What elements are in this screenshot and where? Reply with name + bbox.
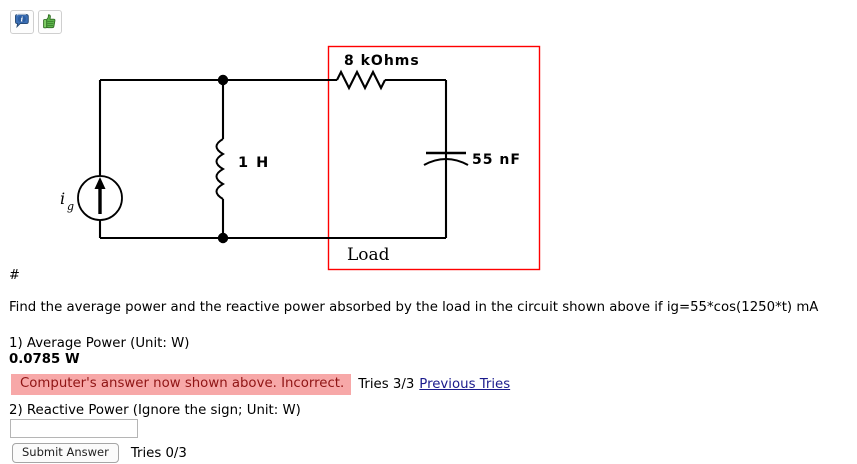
inductor-symbol	[215, 138, 225, 200]
part2-tries-counter: Tries 0/3	[130, 445, 187, 461]
question-text: Find the average power and the reactive …	[9, 300, 819, 315]
part1-answer-value: 0.0785 W	[9, 352, 80, 367]
resistor-label: 8 kOhms	[344, 53, 420, 69]
circuit-diagram: i g 1 H 8 kOhms 55 nF Load	[0, 38, 600, 278]
submit-answer-button[interactable]: Submit Answer	[12, 443, 119, 463]
part1-tries-counter: Tries 3/3	[358, 377, 415, 392]
hash-marker: #	[9, 268, 20, 283]
icon-toolbar: i	[10, 10, 62, 34]
current-source-label-sub: g	[67, 200, 74, 213]
capacitor-label: 55 nF	[472, 152, 521, 168]
load-boundary-box	[327, 45, 541, 271]
inductor-label: 1 H	[238, 155, 270, 171]
submit-row: Submit Answer Tries 0/3	[12, 443, 187, 463]
svg-text:i: i	[21, 16, 24, 24]
thumbs-up-icon[interactable]	[38, 10, 62, 34]
info-speech-bubble-icon[interactable]: i	[10, 10, 34, 34]
current-source-label: i	[60, 189, 65, 208]
part2-label: 2) Reactive Power (Ignore the sign; Unit…	[9, 403, 301, 418]
incorrect-feedback-badge: Computer's answer now shown above. Incor…	[11, 374, 352, 395]
resistor-symbol	[336, 69, 386, 91]
reactive-power-input[interactable]	[10, 419, 138, 438]
part1-label: 1) Average Power (Unit: W)	[9, 336, 190, 351]
part1-feedback-row: Computer's answer now shown above. Incor…	[11, 374, 510, 395]
previous-tries-link[interactable]: Previous Tries	[419, 377, 511, 392]
load-label: Load	[347, 245, 390, 265]
current-source-symbol	[77, 175, 123, 221]
